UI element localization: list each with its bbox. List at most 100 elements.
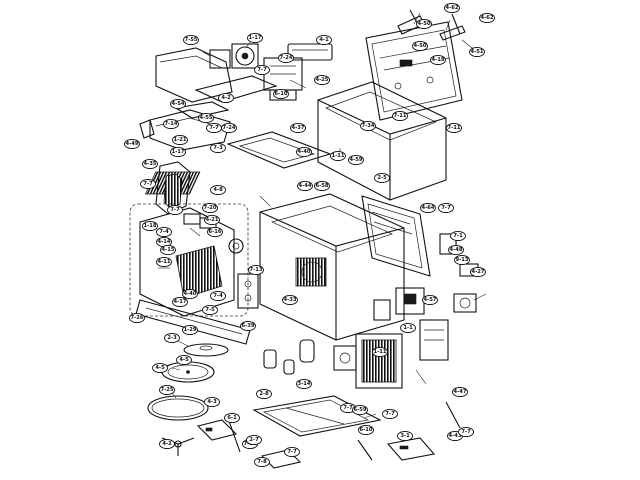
part-label-text: 7-7 — [287, 449, 297, 455]
part-label: 7-24 — [221, 122, 237, 134]
part-label: 4-21 — [204, 214, 220, 226]
part-label-text: 7-24 — [223, 125, 236, 131]
part-label: 1-1 — [400, 322, 416, 334]
part-label: 4-44 — [297, 180, 313, 192]
part-label-text: 4-50 — [418, 21, 431, 27]
part-label: 4-33 — [282, 294, 298, 306]
part-label: 1-18 — [142, 220, 158, 232]
part-label-text: 4-35 — [144, 161, 157, 167]
part-label-oval — [156, 256, 172, 268]
part-label: 4-48 — [448, 244, 464, 256]
part-label-oval — [210, 142, 226, 154]
capacitors — [263, 339, 315, 375]
part-label: 4-51 — [469, 46, 485, 58]
part-label: 7-13 — [248, 264, 264, 276]
part-label: 4-15 — [160, 244, 176, 256]
part-label-oval — [296, 378, 312, 390]
part-label-text: 6-10 — [360, 427, 373, 433]
part-label: 7-55 — [183, 34, 199, 46]
part-label-oval — [240, 320, 256, 332]
front-choke-strip — [135, 299, 251, 345]
part-label-text: 7-14 — [165, 121, 178, 127]
part-label-oval — [444, 2, 460, 14]
part-label: 4-50 — [412, 40, 428, 52]
part-label: 4-54 — [170, 98, 186, 110]
part-label-text: 4-1 — [319, 37, 329, 43]
part-label: 4-40 — [182, 288, 198, 300]
part-label-text: 1-21 — [174, 137, 187, 143]
part-label: 4-62 — [444, 2, 460, 14]
part-label-oval — [479, 12, 495, 24]
part-label-oval — [183, 34, 199, 46]
part-label-text: 2-3 — [167, 335, 177, 341]
part-label-text: 4-3 — [207, 399, 217, 405]
part-label-text: 7-8 — [257, 459, 267, 465]
part-label-oval — [416, 18, 432, 30]
part-label: 4-47 — [452, 386, 468, 398]
part-label-text: 3-14 — [298, 381, 311, 387]
part-label: 7-4 — [156, 226, 172, 238]
part-label: 4-2 — [218, 92, 234, 104]
part-label-oval — [210, 184, 226, 196]
part-label-text: 7-7 — [143, 181, 153, 187]
part-label-text: 7-7 — [385, 411, 395, 417]
part-label-text: 4-64 — [422, 205, 435, 211]
part-label-text: 6-1 — [227, 415, 237, 421]
part-label-text: 6-16 — [209, 229, 222, 235]
part-label-oval — [438, 202, 454, 214]
part-label-oval — [450, 230, 466, 242]
part-label-oval — [273, 88, 289, 100]
fan-motor-assembly — [155, 43, 278, 119]
part-label-oval — [254, 64, 270, 76]
part-label-text: 7-20 — [204, 205, 217, 211]
part-label-text: 9-13 — [456, 257, 469, 263]
part-label-text: 7-24 — [280, 55, 293, 61]
part-label-oval — [172, 296, 188, 308]
part-label-text: 4-27 — [472, 269, 485, 275]
part-label: 7-7 — [284, 446, 300, 458]
part-label: 7-25 — [159, 384, 175, 396]
part-label-text: 4-50 — [414, 43, 427, 49]
part-label-text: 2-8 — [259, 391, 269, 397]
part-label-text: 7-3 — [213, 145, 223, 151]
part-label-text: 4-57 — [424, 297, 437, 303]
part-label: 1-29 — [182, 324, 198, 336]
part-label: 7-11 — [392, 110, 408, 122]
part-label-oval — [430, 54, 446, 66]
part-label: 7-34 — [360, 120, 376, 132]
part-label-oval — [446, 122, 462, 134]
part-label-oval — [422, 294, 438, 306]
part-label: 2-7 — [246, 434, 262, 446]
part-label: 7-7 — [140, 178, 156, 190]
part-label-text: 6-39 — [242, 323, 255, 329]
part-label-text: 7-25 — [161, 387, 174, 393]
control-components — [373, 233, 479, 361]
part-label-oval — [221, 122, 237, 134]
part-label: 6-58 — [314, 180, 330, 192]
part-label-text: 3-1 — [400, 433, 410, 439]
part-label: 3-1 — [397, 430, 413, 442]
base-plate — [252, 395, 382, 437]
part-label-oval — [142, 220, 158, 232]
part-label-text: 6-58 — [316, 183, 329, 189]
part-label-oval — [397, 430, 413, 442]
part-label-text: 4-55 — [200, 115, 213, 121]
part-label: 4-5 — [152, 362, 168, 374]
part-label-oval — [400, 322, 416, 334]
part-label-oval — [248, 264, 264, 276]
part-label-oval — [246, 434, 262, 446]
part-label-oval — [170, 98, 186, 110]
part-label-text: 4-2 — [221, 95, 231, 101]
roller-ring — [147, 395, 209, 421]
part-label-oval — [382, 408, 398, 420]
part-label-text: 7-7 — [257, 67, 267, 73]
part-label-text: 4-11 — [158, 259, 171, 265]
part-label: 7-14 — [163, 118, 179, 130]
bottom-cover-plates — [196, 419, 436, 469]
part-label: 3-14 — [296, 378, 312, 390]
part-label: 6-59 — [352, 404, 368, 416]
part-label-oval — [454, 254, 470, 266]
part-label: 2-3 — [164, 332, 180, 344]
